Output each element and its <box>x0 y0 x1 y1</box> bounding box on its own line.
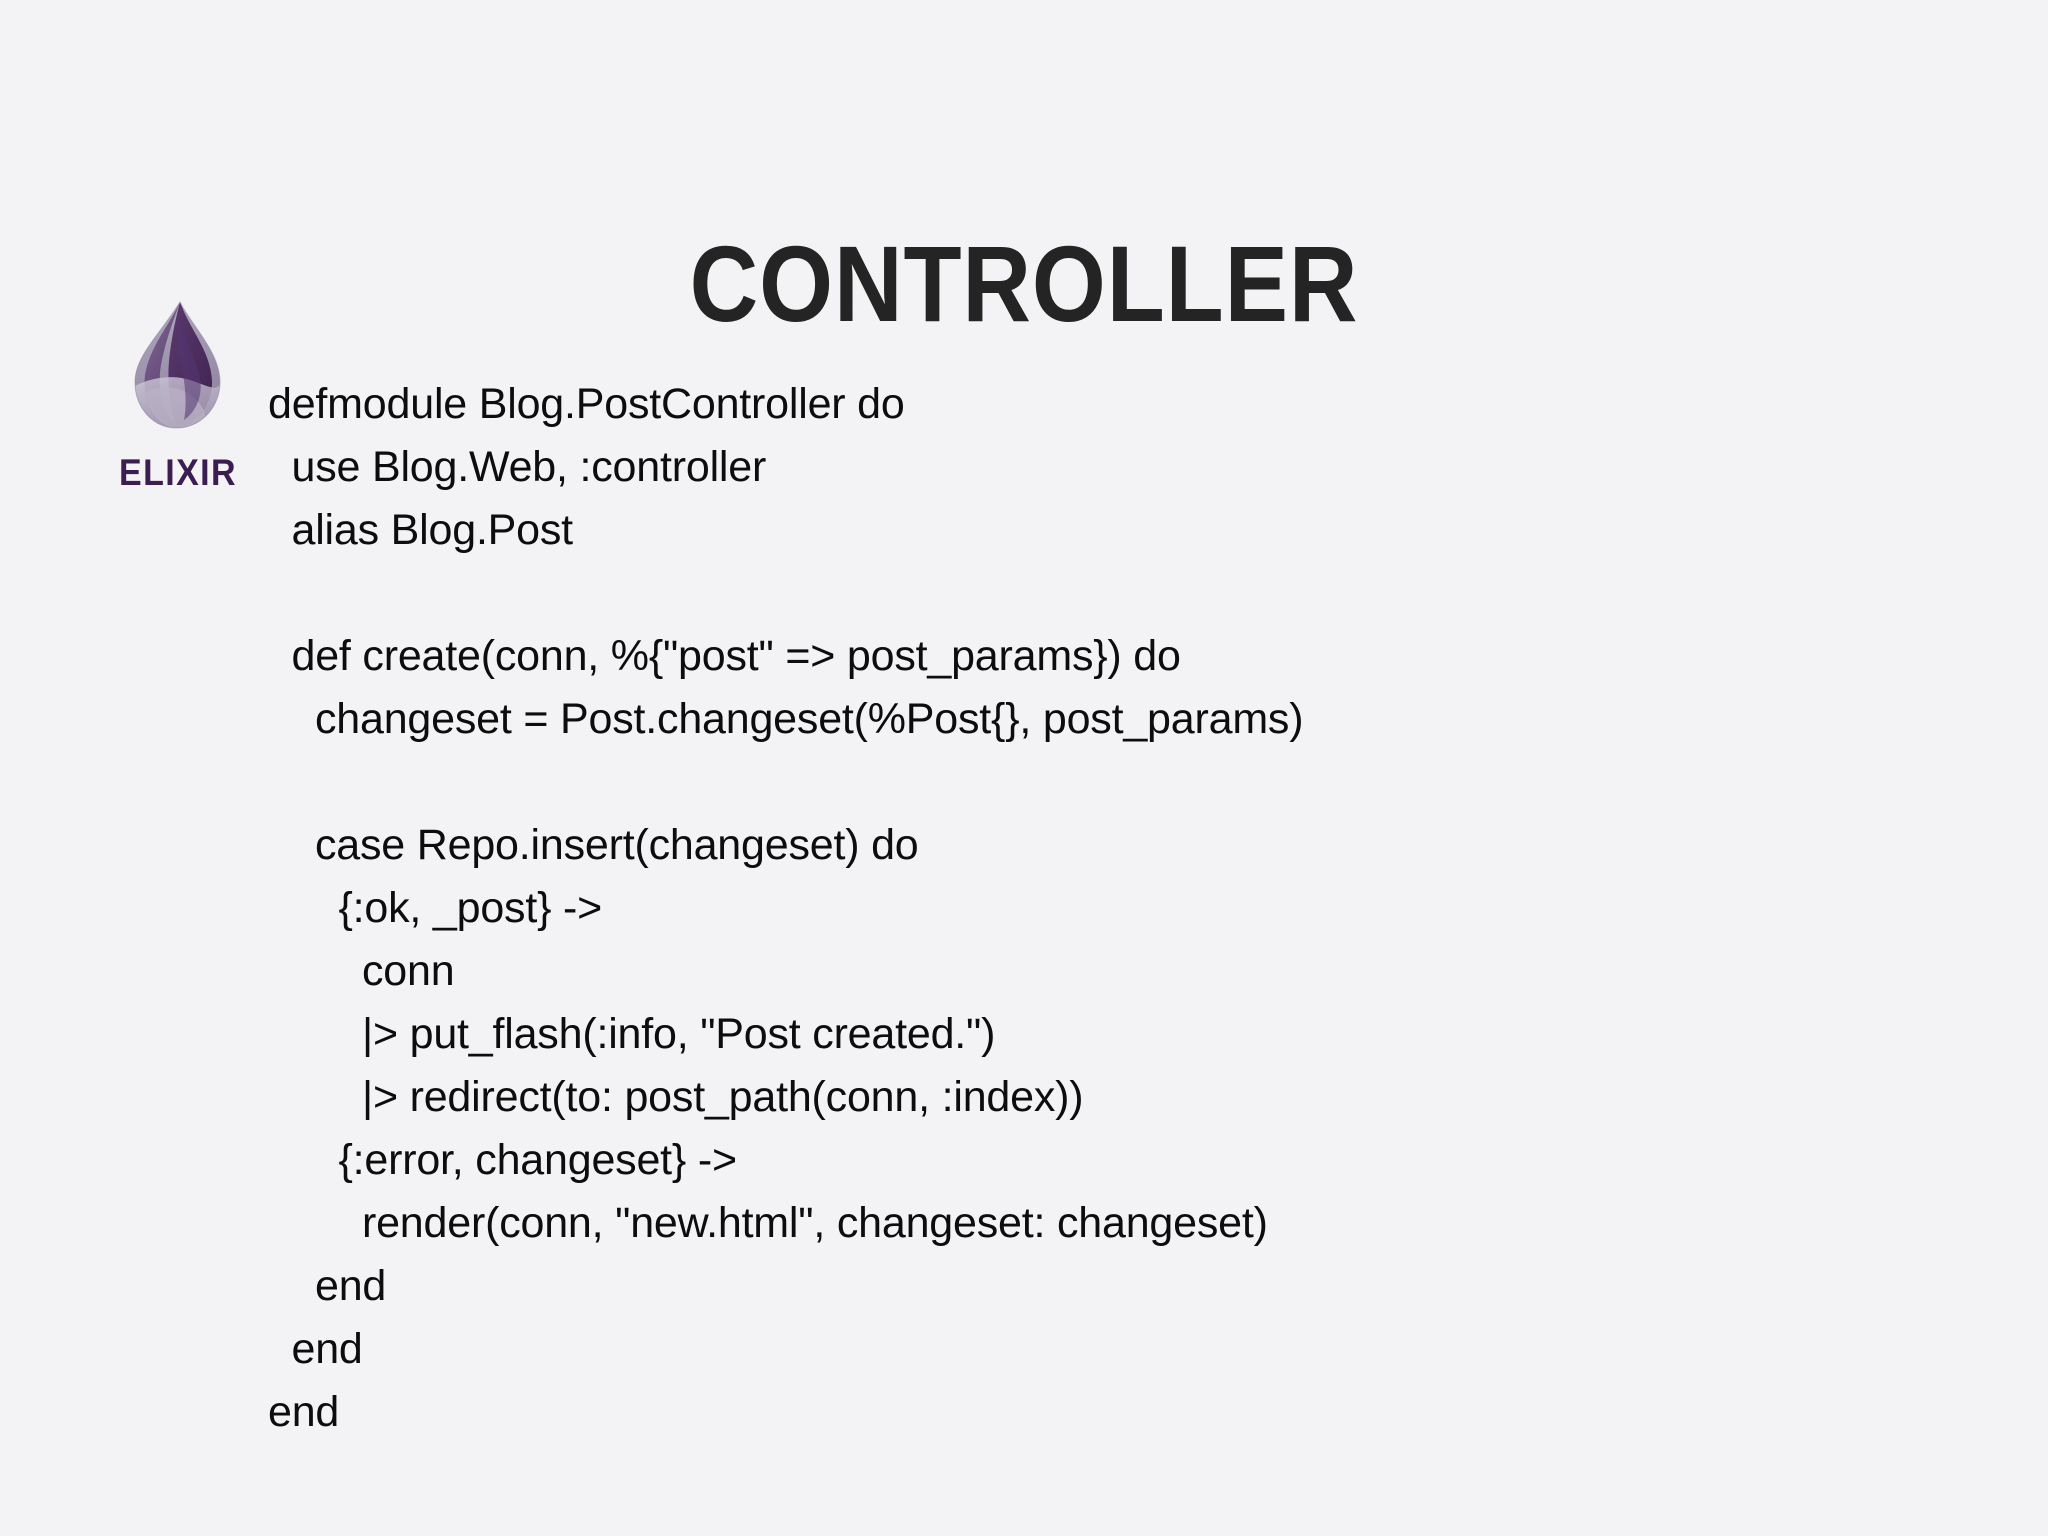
code-line <box>268 562 1303 625</box>
code-line: def create(conn, %{"post" => post_params… <box>268 632 1181 680</box>
code-line: {:error, changeset} -> <box>268 1136 737 1184</box>
code-line: use Blog.Web, :controller <box>268 443 767 491</box>
elixir-logo-block: ELIXIR <box>78 300 278 494</box>
code-line: end <box>268 1262 387 1310</box>
elixir-wordmark: ELIXIR <box>119 452 237 493</box>
page-title: CONTROLLER <box>689 223 1359 345</box>
code-line: render(conn, "new.html", changeset: chan… <box>268 1199 1268 1247</box>
code-line: changeset = Post.changeset(%Post{}, post… <box>268 695 1304 743</box>
code-line: |> redirect(to: post_path(conn, :index)) <box>268 1073 1084 1121</box>
code-line: end <box>268 1388 340 1436</box>
code-line <box>268 751 1303 814</box>
code-line: alias Blog.Post <box>268 506 573 554</box>
code-block: defmodule Blog.PostController do use Blo… <box>268 373 1304 1444</box>
code-line: end <box>268 1325 363 1373</box>
code-line: |> put_flash(:info, "Post created.") <box>268 1010 996 1058</box>
elixir-drop-icon <box>134 300 221 429</box>
code-line: conn <box>268 947 455 995</box>
code-line: defmodule Blog.PostController do <box>268 380 905 428</box>
code-line: case Repo.insert(changeset) do <box>268 821 919 869</box>
code-line: {:ok, _post} -> <box>268 884 603 932</box>
